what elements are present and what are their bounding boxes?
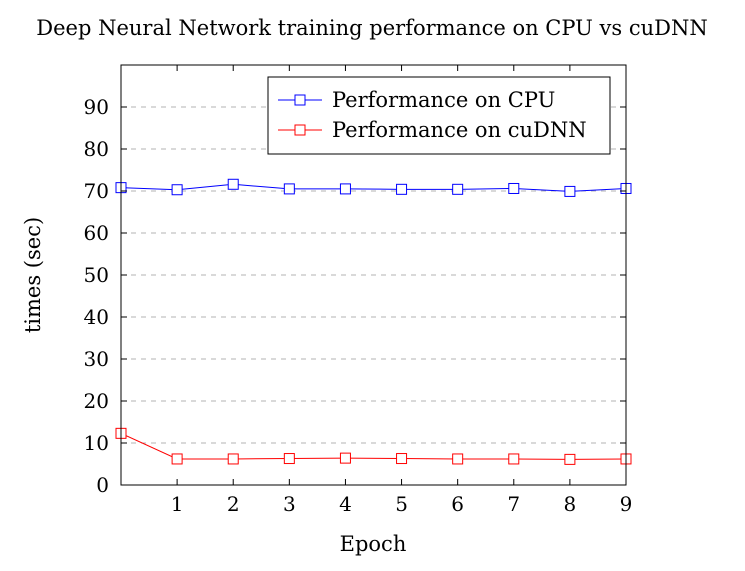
- x-axis-label: Epoch: [340, 532, 407, 556]
- y-tick-label: 90: [84, 95, 109, 119]
- x-tick-label: 4: [339, 492, 352, 516]
- data-point-marker: [396, 453, 408, 465]
- y-tick-label: 70: [84, 179, 109, 203]
- y-tick-label: 30: [84, 347, 109, 371]
- y-tick-label: 50: [84, 263, 109, 287]
- x-tick-label: 6: [451, 492, 464, 516]
- y-tick-label: 10: [84, 431, 109, 455]
- x-tick-label: 7: [507, 492, 520, 516]
- legend-label: Performance on CPU: [332, 88, 555, 112]
- x-tick-label: 3: [283, 492, 296, 516]
- x-tick-label: 9: [620, 492, 633, 516]
- data-point-marker: [452, 453, 464, 465]
- series-layer: [115, 178, 632, 465]
- x-tick-label: 2: [227, 492, 240, 516]
- y-tick-label: 40: [84, 305, 109, 329]
- data-point-marker: [283, 453, 295, 465]
- data-point-marker: [339, 183, 351, 195]
- series-cpu: [115, 178, 632, 197]
- data-point-marker: [508, 182, 520, 194]
- x-tick-label: 1: [171, 492, 184, 516]
- data-point-marker: [339, 452, 351, 464]
- series-line: [120, 183, 627, 192]
- legend-marker-swatch: [294, 94, 306, 106]
- legend: Performance on CPU Performance on cuDNN: [267, 76, 611, 155]
- y-tick-label: 60: [84, 221, 109, 245]
- data-point-marker: [396, 183, 408, 195]
- x-tick-label: 5: [395, 492, 408, 516]
- grid-layer: [121, 106, 626, 444]
- series-line: [120, 432, 627, 460]
- data-point-marker: [171, 453, 183, 465]
- legend-entry: Performance on cuDNN: [278, 118, 587, 142]
- tick-layer: 0 10 20 30 40 50 60 70 80 90 1 2 3 4 5 6 7 8 9: [84, 65, 633, 516]
- x-tick-label: 8: [564, 492, 577, 516]
- legend-marker-swatch: [294, 124, 306, 136]
- data-point-marker: [452, 183, 464, 195]
- data-point-marker: [227, 453, 239, 465]
- data-point-marker: [283, 183, 295, 195]
- chart-title: Deep Neural Network training performance…: [36, 16, 707, 40]
- data-point-marker: [564, 185, 576, 197]
- y-tick-label: 20: [84, 389, 109, 413]
- data-point-marker: [227, 178, 239, 190]
- legend-entry: Performance on CPU: [278, 88, 555, 112]
- legend-box: [267, 76, 611, 155]
- y-tick-label: 0: [96, 473, 109, 497]
- y-axis-label: times (sec): [21, 217, 45, 333]
- data-point-marker: [564, 453, 576, 465]
- legend-label: Performance on cuDNN: [332, 118, 587, 142]
- data-point-marker: [508, 453, 520, 465]
- series-cudnn: [115, 427, 632, 465]
- y-tick-label: 80: [84, 137, 109, 161]
- data-point-marker: [171, 184, 183, 196]
